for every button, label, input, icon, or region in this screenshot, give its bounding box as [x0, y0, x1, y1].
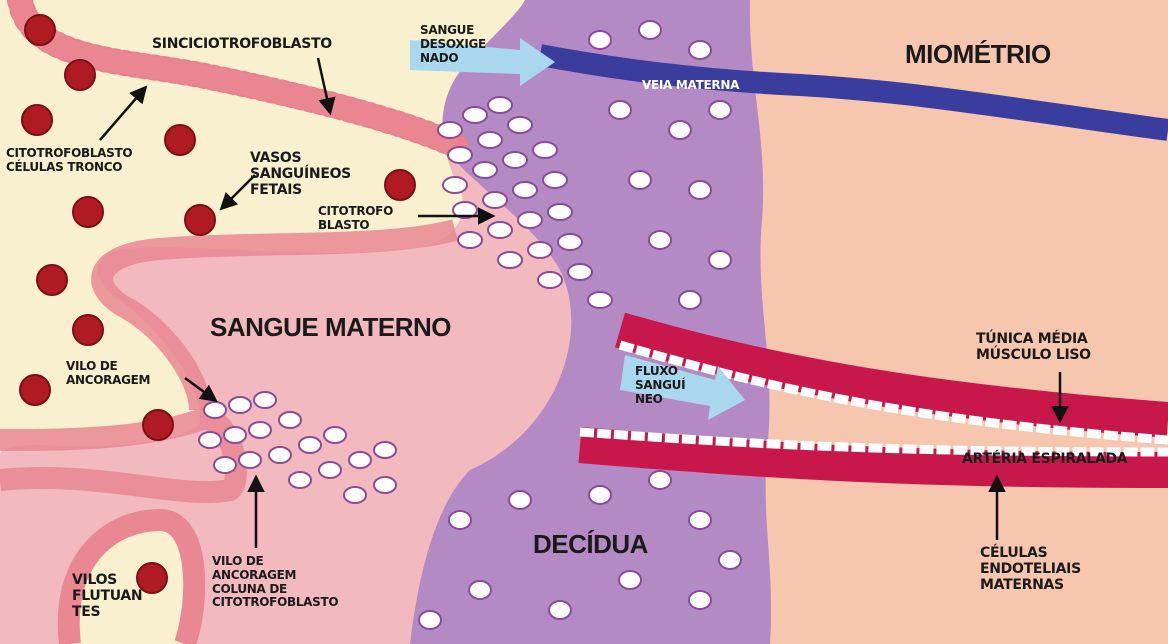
- label-syncytiotrophoblast: SINCICIOTROFOBLASTO: [152, 36, 332, 52]
- label-blood-flow: FLUXO SANGUÍ NEO: [635, 365, 685, 406]
- label-cytotrophoblast-stem-cells: CITOTROFOBLASTO CÉLULAS TRONCO: [6, 147, 132, 175]
- label-tunica-media: TÚNICA MÉDIA MÚSCULO LISO: [976, 331, 1091, 363]
- label-floating-villi: VILOS FLUTUAN TES: [72, 572, 142, 620]
- label-anchoring-villus: VILO DE ANCORAGEM: [66, 360, 150, 388]
- label-decidua: DECÍDUA: [533, 530, 648, 560]
- label-maternal-vein: VEIA MATERNA: [642, 79, 739, 93]
- label-anchoring-villus-column: VILO DE ANCORAGEM COLUNA DE CITOTROFOBLA…: [212, 555, 338, 610]
- label-cytotrophoblast: CITOTROFO BLASTO: [318, 205, 393, 233]
- label-myometrium: MIOMÉTRIO: [905, 40, 1051, 70]
- label-maternal-blood: SANGUE MATERNO: [210, 313, 451, 343]
- label-maternal-endothelial-cells: CÉLULAS ENDOTELIAIS MATERNAS: [980, 545, 1081, 593]
- label-spiral-artery: ARTÉRIA ESPIRALADA: [962, 451, 1127, 467]
- label-fetal-vessels: VASOS SANGUÍNEOS FETAIS: [250, 150, 351, 198]
- label-deoxygenated-blood: SANGUE DESOXIGE NADO: [420, 24, 486, 65]
